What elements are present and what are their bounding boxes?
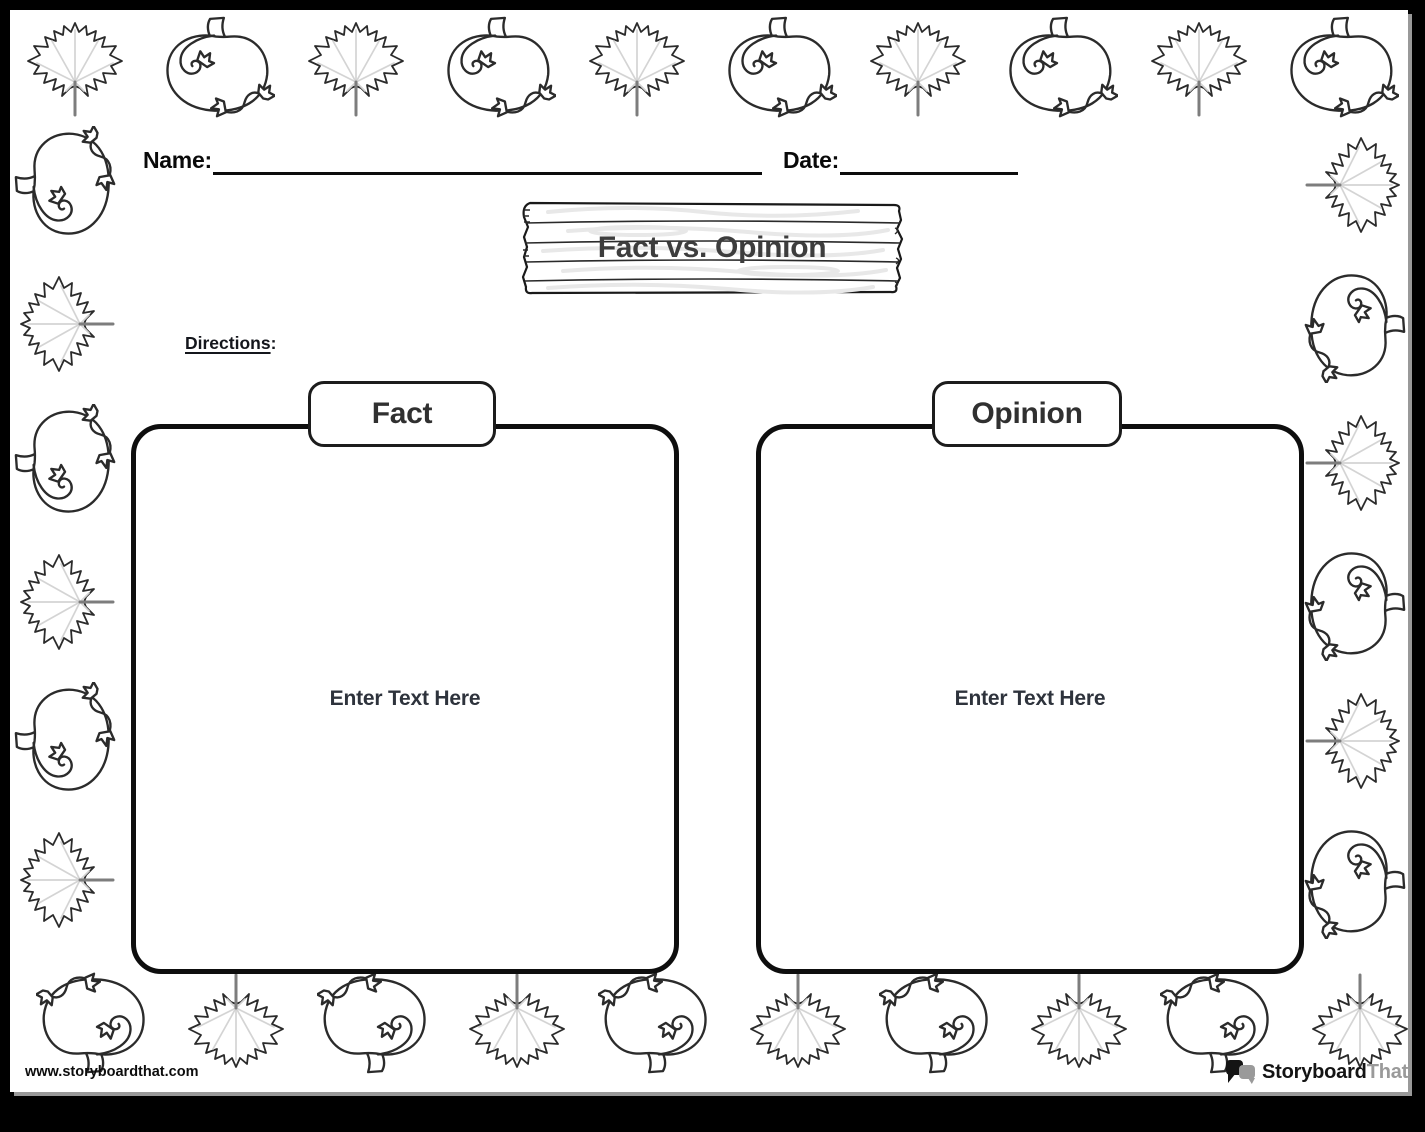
pumpkin-icon <box>1281 11 1399 129</box>
storyboardthat-logo: StoryboardThat <box>1226 1056 1408 1088</box>
maple-leaf-icon <box>25 20 125 120</box>
maple-leaf-icon <box>868 20 968 120</box>
directions-label[interactable]: Directions: <box>185 333 276 354</box>
maple-leaf-icon <box>1302 135 1402 235</box>
pumpkin-icon <box>1293 265 1408 383</box>
maple-leaf-icon <box>1029 970 1129 1070</box>
fact-tab-label: Fact <box>371 397 433 430</box>
fact-text-area[interactable]: Enter Text Here <box>131 424 679 974</box>
logo-text: StoryboardThat <box>1262 1060 1408 1083</box>
pumpkin-icon <box>10 682 127 800</box>
opinion-tab-label: Opinion <box>971 397 1083 430</box>
directions-word: Directions <box>185 333 271 353</box>
page-title: Fact vs. Opinion <box>597 231 827 264</box>
pumpkin-icon <box>36 961 154 1079</box>
maple-leaf-icon <box>467 970 567 1070</box>
fact-placeholder-text: Enter Text Here <box>329 687 481 710</box>
wooden-sign-title[interactable]: Fact vs. Opinion <box>518 198 906 298</box>
speech-bubbles-icon <box>1226 1056 1262 1088</box>
maple-leaf-icon <box>748 970 848 1070</box>
directions-colon: : <box>270 333 277 353</box>
website-url: www.storyboardthat.com <box>25 1064 199 1080</box>
opinion-placeholder-text: Enter Text Here <box>954 687 1106 710</box>
pumpkin-icon <box>10 404 127 522</box>
maple-leaf-icon <box>1149 20 1249 120</box>
pumpkin-icon <box>157 11 275 129</box>
pumpkin-icon <box>598 961 716 1079</box>
pumpkin-icon <box>879 961 997 1079</box>
date-label: Date: <box>783 147 840 173</box>
date-write-line[interactable] <box>840 152 1018 175</box>
maple-leaf-icon <box>18 274 118 374</box>
maple-leaf-icon <box>1302 413 1402 513</box>
opinion-text-area[interactable]: Enter Text Here <box>756 424 1304 974</box>
maple-leaf-icon <box>587 20 687 120</box>
wooden-sign-icon <box>521 201 904 295</box>
pumpkin-icon <box>1293 543 1408 661</box>
pumpkin-icon <box>719 11 837 129</box>
maple-leaf-icon <box>18 830 118 930</box>
pumpkin-icon <box>1293 821 1408 939</box>
pumpkin-icon <box>10 126 127 244</box>
pumpkin-icon <box>1000 11 1118 129</box>
maple-leaf-icon <box>1302 691 1402 791</box>
pumpkin-icon <box>438 11 556 129</box>
maple-leaf-icon <box>18 552 118 652</box>
name-write-line[interactable] <box>213 152 762 175</box>
opinion-tab[interactable]: Opinion <box>932 381 1122 447</box>
maple-leaf-icon <box>1310 970 1408 1070</box>
maple-leaf-icon <box>306 20 406 120</box>
name-label: Name: <box>143 147 212 173</box>
pumpkin-icon <box>317 961 435 1079</box>
fact-tab[interactable]: Fact <box>308 381 496 447</box>
worksheet-page: Name: Date: <box>10 10 1408 1092</box>
maple-leaf-icon <box>186 970 286 1070</box>
